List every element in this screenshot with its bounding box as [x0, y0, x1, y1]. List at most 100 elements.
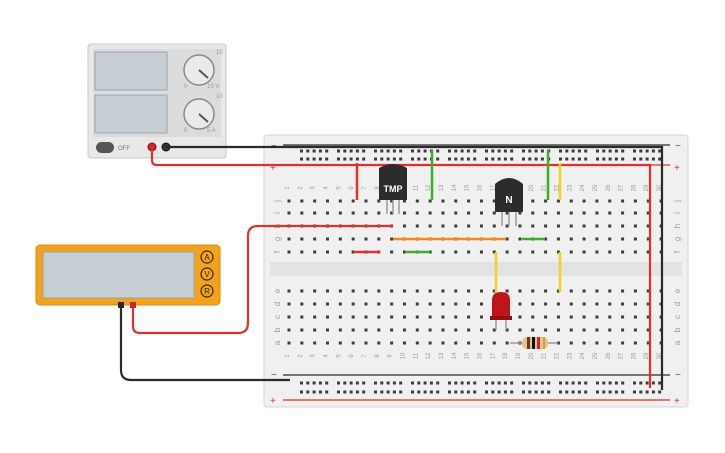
rail-hole[interactable]: [343, 149, 347, 153]
breadboard-hole[interactable]: [390, 341, 394, 345]
breadboard-hole[interactable]: [646, 315, 650, 319]
breadboard-hole[interactable]: [415, 302, 419, 306]
rail-hole[interactable]: [349, 381, 353, 385]
rail-hole[interactable]: [658, 157, 662, 161]
rail-hole[interactable]: [491, 390, 495, 394]
breadboard-hole[interactable]: [505, 289, 509, 293]
rail-hole[interactable]: [510, 157, 514, 161]
breadboard-hole[interactable]: [338, 341, 342, 345]
rail-hole[interactable]: [565, 157, 569, 161]
rail-hole[interactable]: [522, 381, 525, 385]
breadboard-hole[interactable]: [544, 289, 548, 293]
breadboard-hole[interactable]: [544, 315, 548, 319]
rail-hole[interactable]: [608, 157, 612, 161]
breadboard-hole[interactable]: [595, 315, 599, 319]
breadboard-hole[interactable]: [479, 328, 483, 332]
breadboard-hole[interactable]: [608, 328, 612, 332]
rail-hole[interactable]: [306, 149, 310, 153]
rail-hole[interactable]: [386, 157, 390, 161]
breadboard-hole[interactable]: [390, 328, 394, 332]
breadboard-hole[interactable]: [428, 302, 432, 306]
rail-hole[interactable]: [639, 381, 643, 385]
breadboard-hole[interactable]: [364, 211, 368, 215]
rail-hole[interactable]: [423, 157, 427, 161]
breadboard-hole[interactable]: [646, 328, 650, 332]
breadboard-hole[interactable]: [428, 289, 432, 293]
breadboard-hole[interactable]: [595, 211, 599, 215]
rail-hole[interactable]: [510, 149, 514, 153]
breadboard-hole[interactable]: [300, 328, 304, 332]
breadboard-hole[interactable]: [300, 237, 304, 241]
breadboard-hole[interactable]: [467, 315, 471, 319]
rail-hole[interactable]: [571, 157, 575, 161]
power-supply[interactable]: 10 0 10 V 10 0 5 A OFF: [87, 43, 227, 159]
rail-hole[interactable]: [485, 157, 488, 161]
breadboard-hole[interactable]: [325, 289, 329, 293]
breadboard-hole[interactable]: [467, 302, 471, 306]
rail-hole[interactable]: [325, 149, 329, 153]
rail-hole[interactable]: [417, 149, 421, 153]
breadboard-hole[interactable]: [479, 289, 483, 293]
breadboard-hole[interactable]: [621, 224, 625, 228]
rail-hole[interactable]: [448, 149, 451, 153]
rail-hole[interactable]: [547, 381, 551, 385]
breadboard-hole[interactable]: [608, 302, 612, 306]
breadboard-hole[interactable]: [556, 341, 560, 345]
rail-hole[interactable]: [436, 390, 440, 394]
multimeter[interactable]: A V R: [35, 244, 221, 308]
breadboard-hole[interactable]: [364, 315, 368, 319]
rail-hole[interactable]: [503, 157, 507, 161]
breadboard-hole[interactable]: [351, 237, 355, 241]
rail-hole[interactable]: [374, 390, 377, 394]
rail-hole[interactable]: [318, 390, 322, 394]
breadboard-hole[interactable]: [479, 224, 483, 228]
breadboard-hole[interactable]: [492, 211, 496, 215]
rail-hole[interactable]: [473, 157, 477, 161]
red-led[interactable]: [490, 292, 512, 330]
breadboard-hole[interactable]: [633, 211, 637, 215]
breadboard-hole[interactable]: [595, 328, 599, 332]
rail-hole[interactable]: [633, 157, 636, 161]
rail-hole[interactable]: [651, 390, 655, 394]
breadboard-hole[interactable]: [556, 237, 560, 241]
rail-hole[interactable]: [621, 157, 625, 161]
rail-hole[interactable]: [503, 381, 507, 385]
breadboard-hole[interactable]: [518, 289, 522, 293]
rail-hole[interactable]: [540, 390, 544, 394]
rail-hole[interactable]: [318, 381, 322, 385]
breadboard-hole[interactable]: [646, 237, 650, 241]
breadboard-hole[interactable]: [608, 211, 612, 215]
breadboard-hole[interactable]: [633, 302, 637, 306]
breadboard-hole[interactable]: [518, 315, 522, 319]
rail-hole[interactable]: [380, 390, 384, 394]
breadboard-hole[interactable]: [467, 250, 471, 254]
breadboard-hole[interactable]: [428, 328, 432, 332]
rail-hole[interactable]: [639, 390, 643, 394]
rail-hole[interactable]: [491, 381, 495, 385]
rail-hole[interactable]: [411, 157, 414, 161]
rail-hole[interactable]: [466, 381, 470, 385]
rail-hole[interactable]: [300, 149, 303, 153]
breadboard-hole[interactable]: [402, 302, 406, 306]
rail-hole[interactable]: [399, 390, 403, 394]
breadboard-hole[interactable]: [621, 250, 625, 254]
breadboard-hole[interactable]: [518, 328, 522, 332]
breadboard-hole[interactable]: [287, 341, 291, 345]
breadboard-hole[interactable]: [402, 224, 406, 228]
breadboard-hole[interactable]: [364, 237, 368, 241]
rail-hole[interactable]: [473, 149, 477, 153]
rail-hole[interactable]: [491, 157, 495, 161]
rail-hole[interactable]: [473, 381, 477, 385]
breadboard-hole[interactable]: [313, 341, 317, 345]
breadboard-hole[interactable]: [582, 237, 586, 241]
breadboard-hole[interactable]: [338, 315, 342, 319]
breadboard-hole[interactable]: [633, 224, 637, 228]
breadboard-hole[interactable]: [556, 315, 560, 319]
breadboard-hole[interactable]: [569, 250, 573, 254]
rail-hole[interactable]: [318, 149, 322, 153]
breadboard-hole[interactable]: [364, 302, 368, 306]
breadboard-hole[interactable]: [428, 315, 432, 319]
breadboard-hole[interactable]: [633, 237, 637, 241]
breadboard-hole[interactable]: [621, 211, 625, 215]
breadboard-hole[interactable]: [595, 289, 599, 293]
